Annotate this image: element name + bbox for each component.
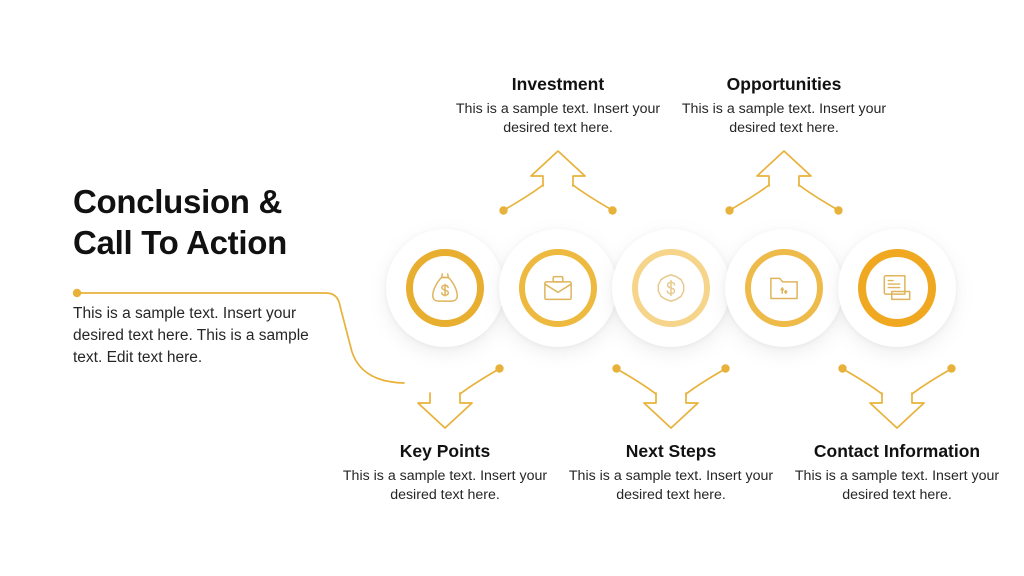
caption-key-points: Key Points This is a sample text. Insert… xyxy=(331,441,559,506)
node-ring-4 xyxy=(745,249,823,327)
top-dot-left-1 xyxy=(499,206,508,215)
bottom-connector-left-3 xyxy=(842,368,883,395)
top-dot-right-1 xyxy=(608,206,617,215)
node-ring-5 xyxy=(858,249,936,327)
bottom-dot-right-3 xyxy=(947,364,956,373)
intro-paragraph: This is a sample text. Insert your desir… xyxy=(73,305,309,366)
page-title-line-1: Conclusion & xyxy=(73,183,283,220)
dollar-coin-icon xyxy=(657,274,685,302)
bottom-arrow-3 xyxy=(869,392,925,429)
caption-key-points-title: Key Points xyxy=(399,441,491,461)
caption-opportunities-title: Opportunities xyxy=(726,74,842,94)
bottom-connector-right-2 xyxy=(685,368,726,395)
node-ring-3 xyxy=(632,249,710,327)
node-folder-chart[interactable] xyxy=(725,229,843,347)
bottom-connector-right-1 xyxy=(459,368,500,395)
caption-investment: Investment This is a sample text. Insert… xyxy=(444,74,672,139)
node-money-bag[interactable] xyxy=(386,229,504,347)
node-document[interactable] xyxy=(838,229,956,347)
caption-contact-information: Contact Information This is a sample tex… xyxy=(783,441,1011,506)
top-connector-left-1 xyxy=(503,184,544,211)
bottom-connector-right-3 xyxy=(911,368,952,395)
bottom-arrow-1 xyxy=(417,392,473,429)
top-connector-right-1 xyxy=(572,184,613,211)
caption-next-steps-body: This is a sample text. Insert your desir… xyxy=(568,468,774,504)
caption-investment-title: Investment xyxy=(511,74,605,94)
folder-chart-icon xyxy=(770,277,798,300)
top-arrow-1 xyxy=(530,150,586,187)
bottom-arrow-2 xyxy=(643,392,699,429)
top-connector-left-2 xyxy=(729,184,770,211)
page-title-line-2: Call To Action xyxy=(73,223,287,261)
caption-next-steps: Next Steps This is a sample text. Insert… xyxy=(557,441,785,506)
bottom-connector-left-2 xyxy=(616,368,657,395)
caption-opportunities-body: This is a sample text. Insert your desir… xyxy=(681,101,887,137)
caption-contact-information-title: Contact Information xyxy=(813,441,981,461)
top-dot-right-2 xyxy=(834,206,843,215)
lead-line-dot xyxy=(72,288,82,298)
node-ring-2 xyxy=(519,249,597,327)
document-icon xyxy=(883,275,911,301)
caption-key-points-body: This is a sample text. Insert your desir… xyxy=(342,468,548,504)
briefcase-icon xyxy=(544,275,572,301)
node-dollar-coin[interactable] xyxy=(612,229,730,347)
caption-contact-information-body: This is a sample text. Insert your desir… xyxy=(794,468,1000,504)
bottom-dot-left-3 xyxy=(838,364,847,373)
bottom-dot-right-2 xyxy=(721,364,730,373)
money-bag-icon xyxy=(432,273,458,302)
node-ring-1 xyxy=(406,249,484,327)
caption-investment-body: This is a sample text. Insert your desir… xyxy=(455,101,661,137)
page-title: Conclusion & Call To Action xyxy=(73,182,363,264)
caption-opportunities: Opportunities This is a sample text. Ins… xyxy=(670,74,898,139)
caption-next-steps-title: Next Steps xyxy=(625,441,717,461)
bottom-dot-left-2 xyxy=(612,364,621,373)
node-briefcase[interactable] xyxy=(499,229,617,347)
top-arrow-2 xyxy=(756,150,812,187)
top-connector-right-2 xyxy=(798,184,839,211)
bottom-dot-right-1 xyxy=(495,364,504,373)
top-dot-left-2 xyxy=(725,206,734,215)
